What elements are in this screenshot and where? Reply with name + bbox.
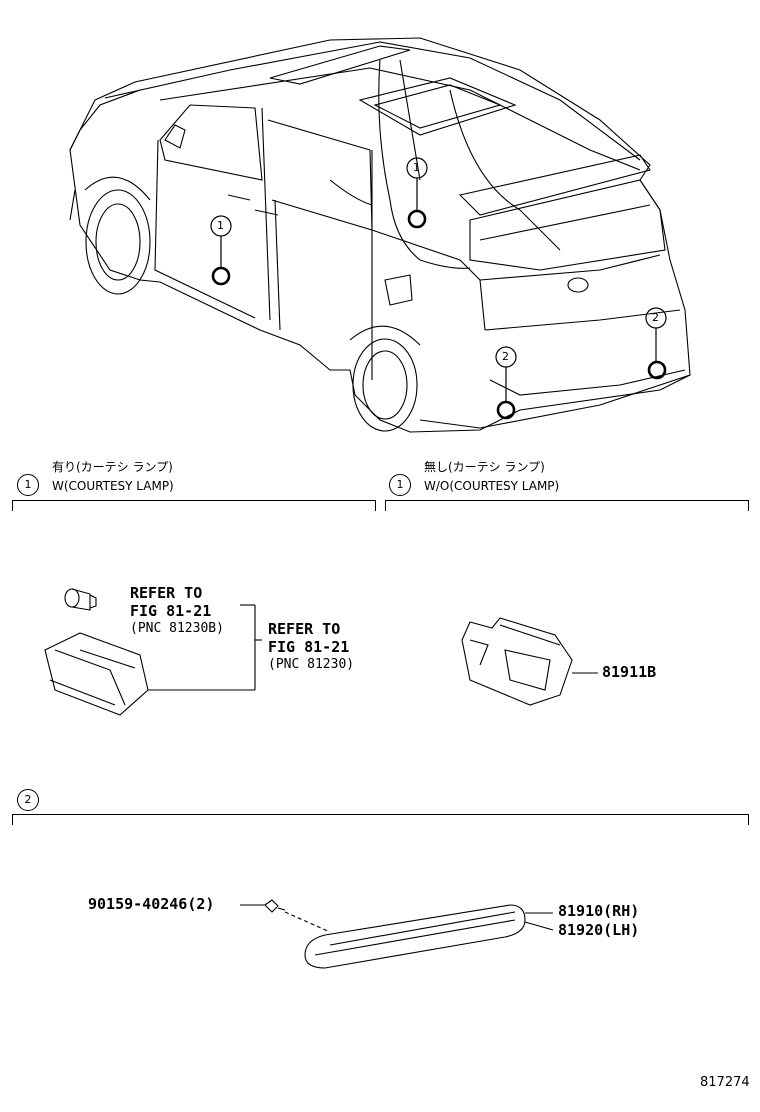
screw-drawing (264, 899, 286, 913)
section-title-jp: 有り(カーテシ ランプ) (52, 460, 173, 474)
bulb-drawing (64, 588, 97, 611)
section-title-en: W/O(COURTESY LAMP) (424, 479, 560, 493)
figure-reference-label: FIG 81-21 (268, 638, 350, 656)
section-number-badge: 2 (17, 789, 39, 811)
section-title-jp: 無し(カーテシ ランプ) (424, 460, 545, 474)
part-number-90159[interactable]: 90159-40246(2) (88, 895, 215, 913)
part-number-81911b[interactable]: 81911B (602, 663, 657, 681)
pnc-reference-label: (PNC 81230) (268, 657, 355, 672)
callout-label-1: 1 (217, 219, 224, 232)
part-number-81920-lh[interactable]: 81920(LH) (558, 921, 640, 939)
callout-label-2: 2 (652, 311, 659, 324)
pnc-reference-label: (PNC 81230B) (130, 621, 224, 636)
part-number-81910-rh[interactable]: 81910(RH) (558, 902, 640, 920)
section-bracket (12, 814, 749, 825)
callout-label-1: 1 (413, 161, 420, 174)
figure-number: 817274 (700, 1075, 750, 1090)
lamp-cover-drawing (461, 617, 573, 706)
figure-reference-label: FIG 81-21 (130, 602, 212, 620)
section-number-badge: 1 (389, 474, 411, 496)
section-number-badge: 1 (17, 474, 39, 496)
lamp-assembly-drawing (44, 632, 149, 716)
section-bracket (12, 500, 376, 511)
side-marker-drawing (304, 904, 526, 969)
section-bracket (385, 500, 749, 511)
section-title-en: W(COURTESY LAMP) (52, 479, 174, 493)
callout-label-2: 2 (502, 350, 509, 363)
refer-to-label: REFER TO (130, 584, 203, 602)
refer-to-label: REFER TO (268, 620, 341, 638)
